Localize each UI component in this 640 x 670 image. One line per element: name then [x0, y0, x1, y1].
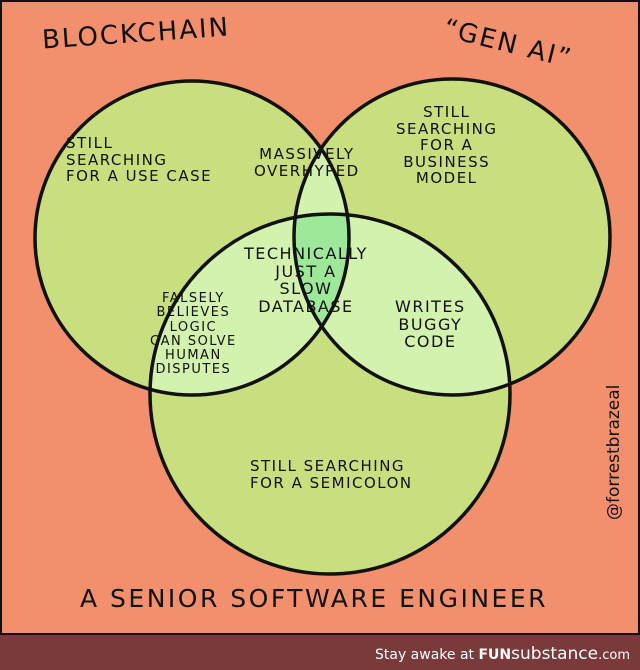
region-blockchain-only: STILL SEARCHING FOR A USE CASE [66, 134, 213, 185]
artist-signature: @forrestbrazeal [604, 384, 624, 520]
region-blockchain-engineer: FALSELY BELIEVES LOGIC CAN SOLVE HUMAN D… [150, 291, 237, 378]
region-gen-ai-only: STILL SEARCHING FOR A BUSINESS MODEL [396, 103, 498, 187]
region-all-three: TECHNICALLY JUST A SLOW DATABASE [244, 244, 368, 316]
footer-prefix: Stay awake at [374, 647, 479, 663]
venn-diagram [33, 77, 612, 576]
footer-watermark[interactable]: Stay awake at FUNsubstance.com [375, 644, 630, 664]
footer-brand-rest: substance [511, 644, 599, 664]
region-blockchain-gen-ai: MASSIVELY OVERHYPED [254, 145, 360, 180]
senior-engineer-title: A SENIOR SOFTWARE ENGINEER [80, 584, 549, 613]
footer-suffix: .com [598, 648, 630, 663]
footer-brand-bold: FUN [478, 647, 512, 663]
region-engineer-only: STILL SEARCHING FOR A SEMICOLON [250, 457, 413, 492]
region-gen-ai-engineer: WRITES BUGGY CODE [395, 297, 466, 352]
